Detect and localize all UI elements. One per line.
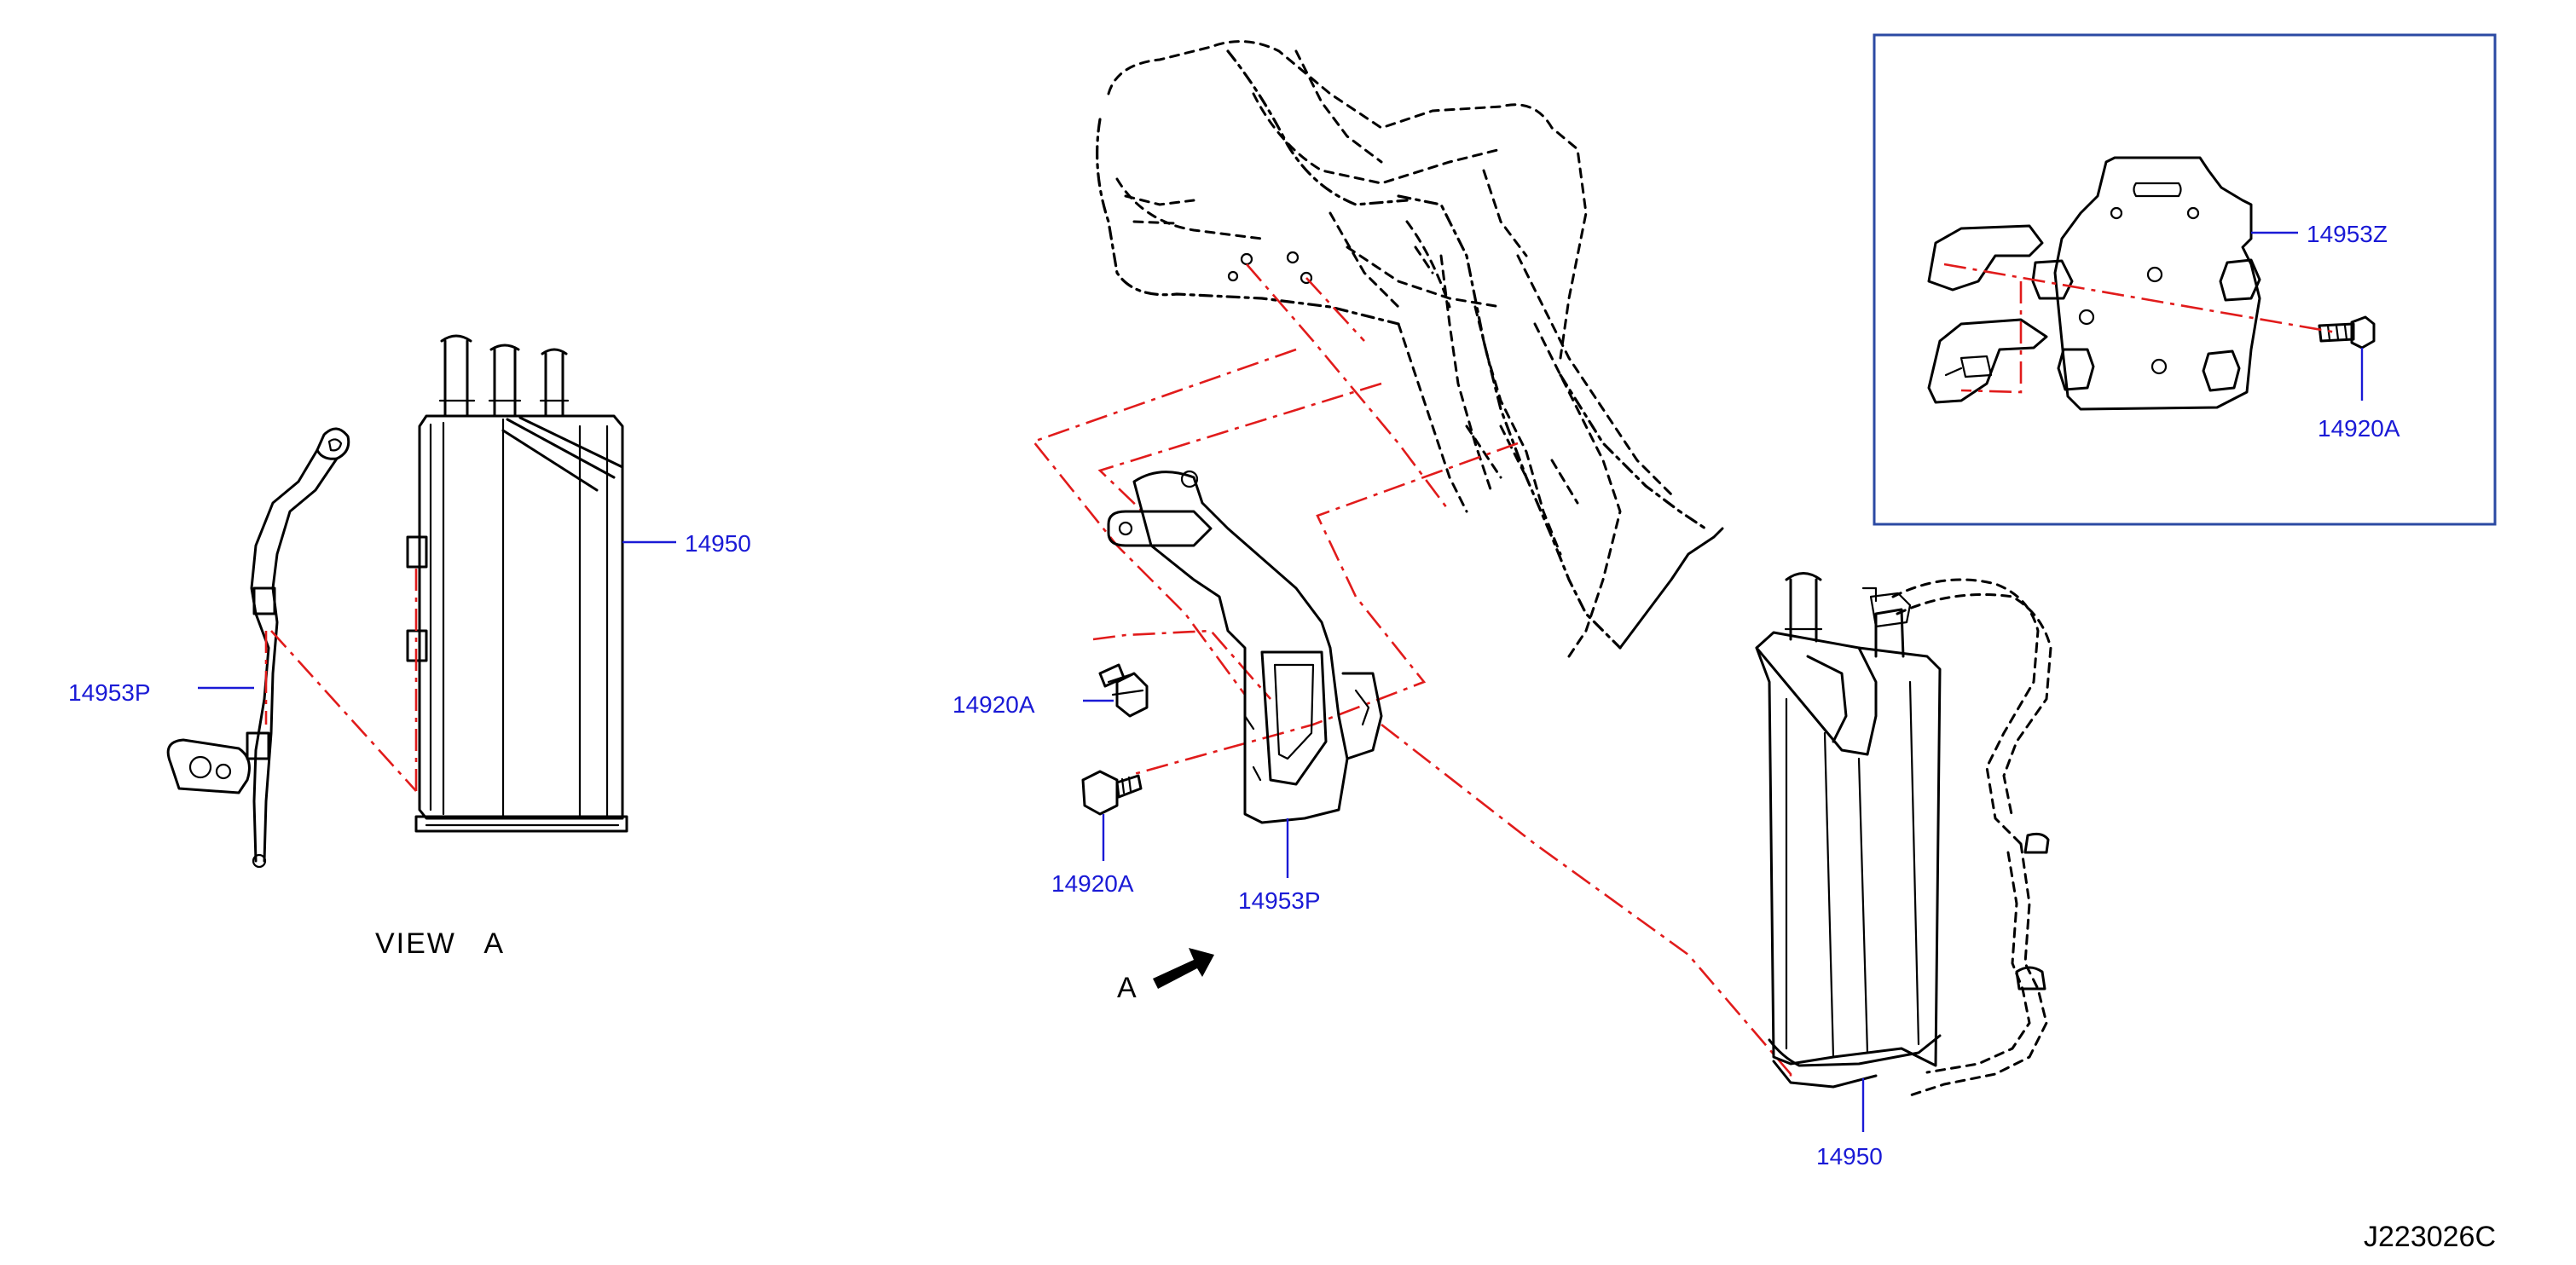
view-a-bracket (166, 427, 350, 869)
view-direction-arrow: A (1117, 948, 1214, 1004)
view-a-centerline (264, 563, 418, 792)
inset-bolt (2318, 315, 2376, 349)
bolt-upper (1098, 663, 1149, 718)
view-a-canister-label: 14950 (685, 530, 751, 557)
inset-bracket (1927, 156, 2261, 411)
bolt-upper-label: 14920A (952, 691, 1035, 718)
bolt-lower-label: 14920A (1051, 870, 1134, 897)
arrow-a-label: A (1117, 972, 1138, 1004)
diagram-code: J223026C (2364, 1221, 2496, 1253)
bolt-lower (1081, 770, 1143, 816)
main-bracket (1107, 470, 1383, 824)
main-canister (1755, 572, 1942, 1089)
inset-bolt-label: 14920A (2318, 415, 2400, 442)
view-a-caption: VIEW A (375, 927, 505, 960)
inset-bracket-label: 14953Z (2307, 221, 2388, 247)
vehicle-body-ghost (1096, 40, 1724, 658)
inset-frame (1873, 33, 2497, 526)
main-centerlines (1031, 263, 1792, 1083)
view-a-canister (406, 334, 628, 833)
view-a-bracket-label: 14953P (68, 679, 151, 706)
view-a-group: 14950 14953P VIEW A (68, 334, 751, 960)
canister-hoses (1891, 578, 2052, 1097)
bracket-main-label: 14953P (1238, 887, 1321, 914)
inset-centerline (1943, 263, 2337, 394)
canister-main-label: 14950 (1816, 1143, 1883, 1170)
inset-detail: 14953Z 14920A (1873, 33, 2497, 526)
